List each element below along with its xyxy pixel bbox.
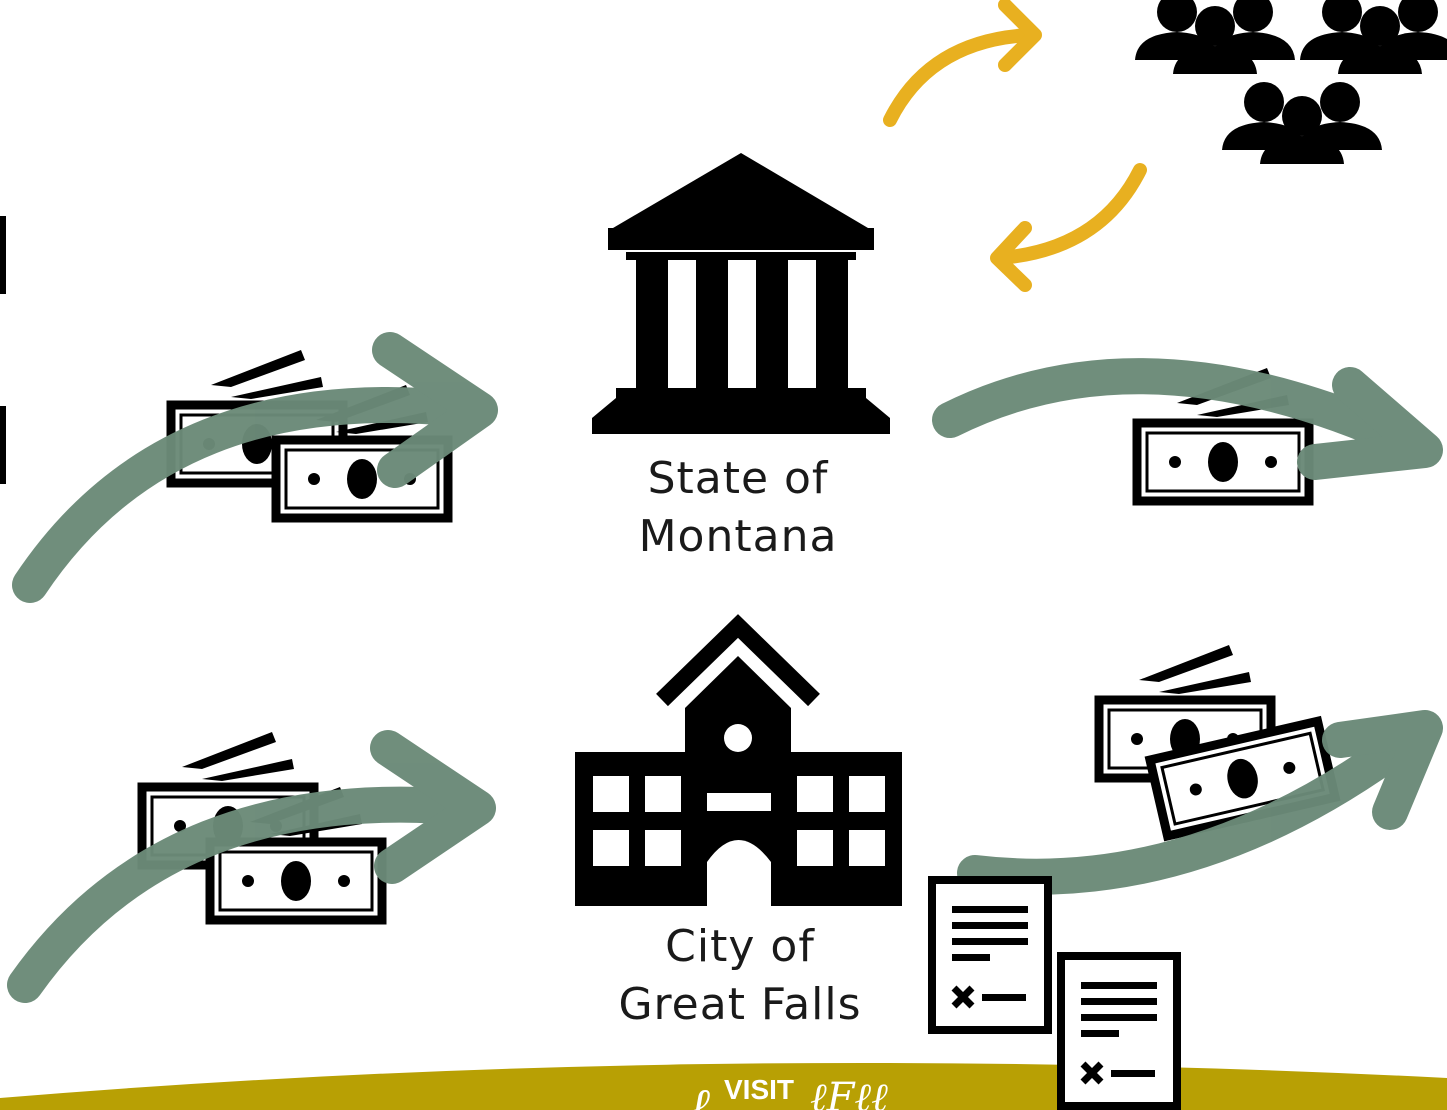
footer-logo: ℓ VISIT ℓFℓℓ	[690, 1070, 1050, 1110]
logo-script: ℓFℓℓ	[810, 1075, 888, 1110]
flow-arrow-icon	[12, 332, 498, 603]
state-label-line2: Montana	[638, 511, 838, 562]
edge-bar-bottom	[0, 406, 6, 484]
city-of-great-falls-label: City of Great Falls	[590, 918, 890, 1034]
government-building-icon	[592, 153, 890, 434]
edge-bar-top	[0, 216, 6, 294]
flow-arrow-icon	[7, 730, 496, 1003]
city-hall-icon	[575, 614, 902, 906]
city-label-line2: Great Falls	[618, 979, 862, 1030]
city-label-line1: City of	[665, 921, 815, 972]
logo-swash: ℓ	[690, 1078, 710, 1110]
state-of-montana-label: State of Montana	[588, 450, 888, 566]
state-label-line1: State of	[647, 453, 829, 504]
logo-visit-text: VISIT	[724, 1074, 795, 1105]
cycle-arrow-icon	[883, 0, 1147, 292]
people-group-icon	[1135, 0, 1447, 164]
flow-arrow-icon	[932, 358, 1443, 480]
